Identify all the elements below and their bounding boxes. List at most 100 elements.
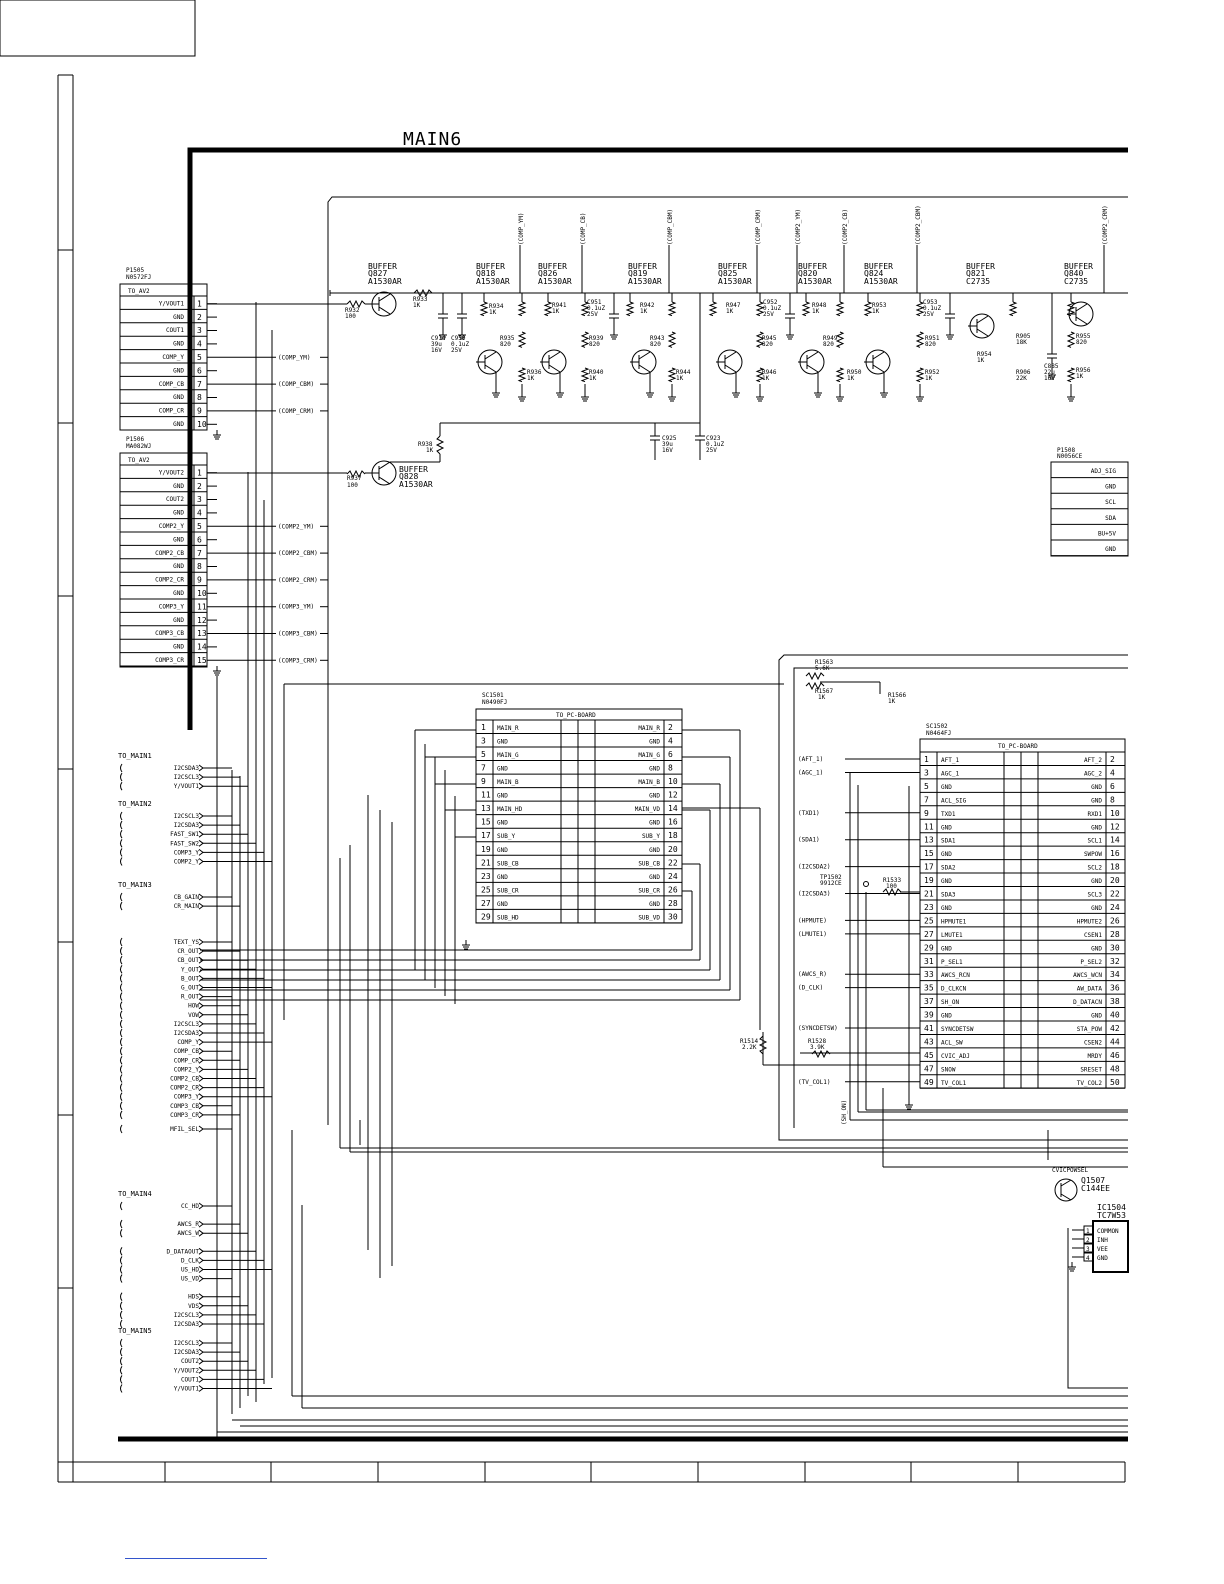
pin-name: COMP3_CR [155,657,184,664]
pin-number: 4 [197,509,202,518]
capacitor-symbol [457,293,467,340]
svg-text:R938: R938 [418,441,433,448]
sc1501-left-name: MAIN_B [497,779,519,786]
resistor-chain [1066,293,1076,317]
capacitor-value: 0.1uZ [763,305,781,312]
offpage-signal-name: I2CSCL3 [174,774,200,781]
sc1501-right-name: GND [649,901,660,908]
pin-name: COMP2_Y [159,523,185,530]
capacitor-value: 0.1uZ [451,341,469,348]
pin-name: COMP3_Y [159,603,185,610]
resistor-value: 1K [676,375,684,382]
p1508-ref: P1508 [1057,447,1075,454]
resistor-value: 1K [872,308,880,315]
transistor-symbol [798,349,825,398]
svg-text:C923: C923 [706,435,721,442]
pin-number: 8 [197,393,202,402]
offpage-signal: FAST_SW2 [120,839,256,848]
sc1502-net-label: (TXD1) [798,810,820,817]
capacitor-symbol [609,293,619,340]
sc1502-left-pin: 17 [924,863,934,872]
footer-link-underline[interactable] [125,1558,267,1559]
pin-name: Y/VOUT2 [159,469,185,476]
offpage-signal-name: AWCS_W [177,1230,199,1237]
sc1502-right-name: GND [1091,905,1102,912]
pin-name: COMP2_CR [155,577,184,584]
q828-label: BUFFER [399,465,428,474]
sc1501-left-name: SUB_Y [497,833,515,840]
ic1504-part: TC7W53 [1097,1211,1126,1220]
offpage-group-header: TO_MAIN1 [118,752,152,760]
main6-border [187,147,1128,730]
offpage-signal-name: Y/VOUT1 [174,1386,200,1393]
offpage-signal-groups: TO_MAIN1I2CSDA3I2CSCL3Y/VOUT1TO_MAIN2I2C… [118,752,272,1393]
pin-net-label: (COMP_CRM) [278,408,314,415]
sc1502-right-name: CSEN2 [1084,1039,1102,1046]
sc1501-header: TO_PC-BOARD [556,712,596,719]
pin-name: GND [173,341,184,348]
offpage-signal: Y/VOUT2 [120,1366,256,1375]
offpage-signal: COMP2_CB [120,1074,256,1083]
offpage-signal: I2CSCL3 [120,1310,256,1320]
pin-name: Y/VOUT1 [159,300,185,307]
vertical-net-label: (COMP2_CRM) [1102,205,1109,245]
sc1501-left-pin: 29 [481,912,491,921]
buffer-ref: Q820 [798,269,817,278]
offpage-signal-name: I2CSCL3 [174,1340,200,1347]
p1508-pin-name: SDA [1105,515,1116,522]
sc1501-left-name: MAIN_G [497,752,519,759]
sh-on-net: (SH_ON) [841,1100,848,1125]
pin-net-label: (COMP2_CBM) [278,550,318,557]
buffer-part: A1530AR [476,277,510,286]
offpage-signal-name: I2CSCL3 [174,1021,200,1028]
resistor-ref: R932 [345,307,360,314]
offpage-signal-name: MFIL_SEL [170,1126,199,1133]
resistor-value: 1K [925,375,933,382]
sc1502-right-pin: 2 [1110,755,1115,764]
sc1502-right-name: SRESET [1080,1066,1102,1073]
pin-number: 10 [197,420,207,429]
p1508-pin-name: ADJ_SIG [1091,468,1117,475]
sc1502-left-pin: 39 [924,1011,934,1020]
p1508-pin-name: SCL [1105,499,1116,506]
offpage-signal: COMP3_Y [120,848,264,857]
resistor-chain [755,293,765,317]
offpage-signal-name: I2CSDA3 [174,1321,200,1328]
offpage-signal-name: B_OUT [181,975,199,982]
sc1502-right-pin: 36 [1110,984,1120,993]
offpage-signal: TEXT_YS [120,937,232,947]
svg-text:R1528: R1528 [808,1038,826,1045]
sc1501-right-name: MAIN_R [638,725,660,732]
offpage-signal: COMP2_Y [120,857,272,866]
sc1502-right-name: D_DATACN [1073,999,1102,1006]
capacitor-symbol [945,293,955,340]
pin-name: COUT2 [166,496,184,503]
offpage-signal-name: FAST_SW2 [170,840,199,847]
svg-text:3.9K: 3.9K [810,1044,825,1051]
offpage-signal: COMP_CR [120,1056,240,1065]
sc1502-left-name: AWCS_RCN [941,972,970,979]
offpage-group-header: TO_MAIN3 [118,881,152,889]
resistor-ref: R935 [500,335,515,342]
pin-name: COMP3_CB [155,630,184,637]
transistor-symbol [968,313,995,339]
sc1501-left-pin: 17 [481,831,491,840]
transistor-symbol [630,349,657,398]
resistor-ref: R948 [812,302,827,309]
